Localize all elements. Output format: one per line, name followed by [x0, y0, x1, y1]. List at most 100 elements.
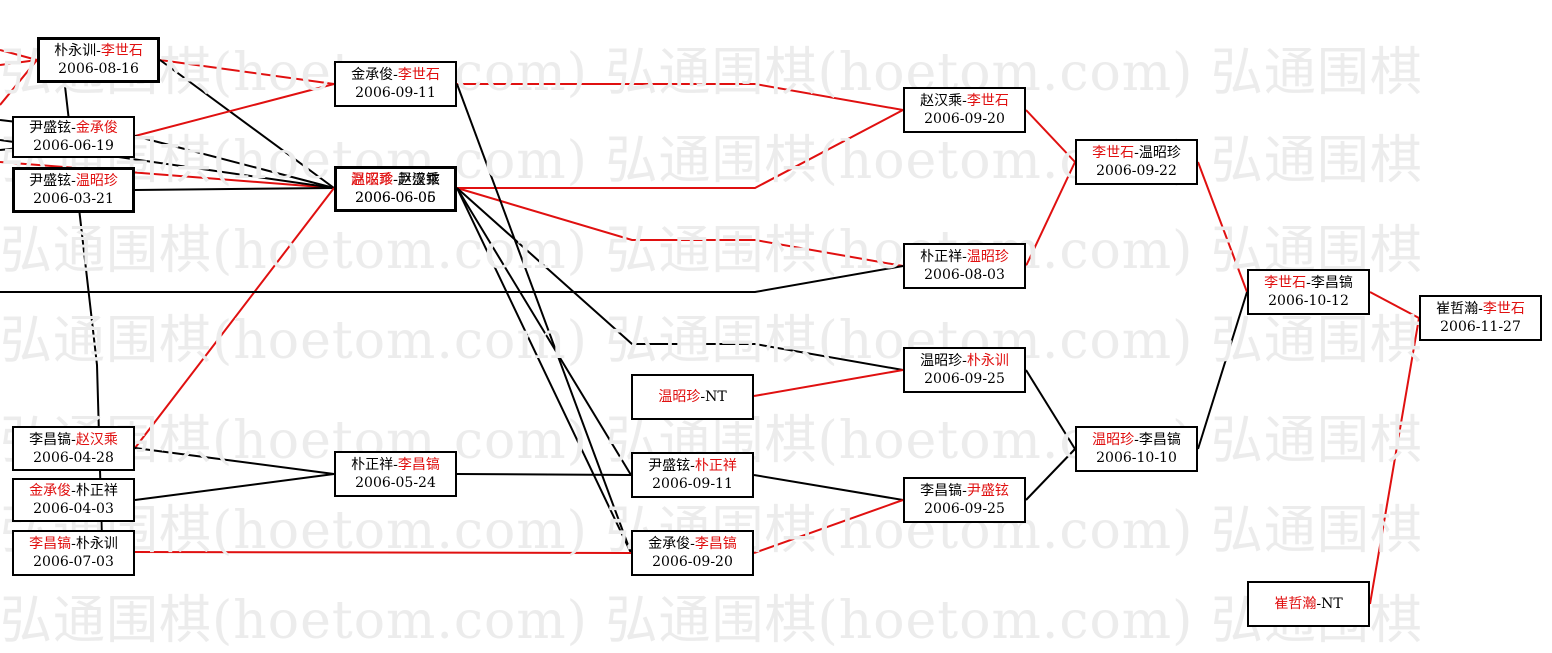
match-box[interactable]: 朴正祥-李昌镐 2006-05-24 [334, 451, 457, 497]
separator: - [393, 457, 398, 473]
player-1: 李昌镐 [920, 483, 963, 499]
match-box[interactable]: 李昌镐-赵汉乘 2006-04-28 [12, 426, 135, 471]
match-date: 2006-09-11 [355, 85, 436, 101]
match-box[interactable]: 朴正祥-温昭珍 2006-08-03 [903, 243, 1026, 289]
separator: - [690, 458, 695, 474]
bracket-lines [0, 49, 1420, 605]
match-players: 金承俊-李昌镐 [648, 535, 737, 553]
match-players: 赵汉乘-尹盛铉 [337, 171, 454, 189]
match-box[interactable]: 崔哲瀚-NT [1247, 581, 1370, 627]
separator: - [962, 483, 967, 499]
match-players: 朴正祥-李昌镐 [351, 456, 440, 474]
winner-connector-line [457, 109, 904, 189]
match-date: 2006-10-10 [1096, 450, 1177, 466]
winner-connector-line [0, 49, 38, 61]
player-1: 李世石 [1092, 145, 1135, 161]
separator: - [71, 431, 76, 448]
player-1: 朴永训 [54, 43, 97, 59]
player-1: 李昌镐 [29, 536, 72, 552]
player-2: 朴正祥 [694, 458, 737, 474]
player-1: 朴正祥 [351, 457, 394, 473]
player-2: 温昭珍 [966, 249, 1009, 265]
match-box-final[interactable]: 崔哲瀚-李世石 2006-11-27 [1419, 295, 1542, 341]
match-date: 2006-06-06 [355, 190, 436, 206]
winner-connector-line [753, 369, 904, 397]
match-date: 2006-07-03 [33, 554, 114, 570]
player-1: 尹盛铉 [648, 458, 691, 474]
match-date: 2006-04-03 [33, 501, 114, 517]
match-box[interactable]: 李世石-李昌镐 2006-10-12 [1247, 269, 1370, 315]
match-players: 赵汉乘-李世石 [920, 92, 1009, 110]
match-players: 朴正祥-温昭珍 [920, 248, 1009, 266]
match-box[interactable]: 李昌镐-朴永训 2006-07-03 [12, 530, 135, 576]
separator: - [962, 93, 967, 109]
match-date: 2006-08-16 [58, 61, 139, 77]
winner-connector-line [456, 187, 904, 267]
separator: - [393, 172, 398, 188]
match-box[interactable]: 金承俊-李世石 2006-09-11 [334, 61, 457, 107]
loser-connector-line [159, 59, 335, 189]
match-date: 2006-06-19 [33, 138, 114, 154]
winner-connector-line [134, 551, 632, 554]
match-box[interactable]: 尹盛铉-温昭珍 2006-03-21 [12, 167, 135, 213]
separator: - [71, 536, 76, 552]
player-1: 温昭珍 [658, 389, 701, 405]
separator: - [71, 120, 76, 136]
match-players: 李世石-温昭珍 [1092, 144, 1181, 162]
match-players: 金承俊-朴正祥 [29, 482, 118, 500]
match-box[interactable]: 李昌镐-尹盛铉 2006-09-25 [903, 477, 1026, 523]
loser-connector-line [134, 135, 335, 189]
winner-connector-line [0, 59, 38, 66]
loser-connector-line [134, 187, 335, 191]
loser-connector-line [134, 447, 335, 475]
match-players: 温昭珍-NT [658, 388, 726, 406]
separator: - [962, 353, 967, 369]
match-box[interactable]: 朴永训-李世石 2006-08-16 [37, 37, 160, 83]
match-date: 2006-09-20 [652, 554, 733, 570]
player-2: 李昌镐 [1310, 275, 1353, 291]
match-box[interactable]: 金承俊-朴正祥 2006-04-03 [12, 478, 135, 522]
player-2: 李世石 [966, 93, 1009, 109]
player-2: 李昌镐 [694, 536, 737, 552]
winner-connector-line [134, 187, 335, 449]
winner-connector-line [1197, 161, 1248, 293]
player-1: 李世石 [1264, 275, 1307, 291]
player-1: 赵汉乘 [920, 93, 963, 109]
player-2: NT [705, 389, 727, 405]
match-box[interactable]: 尹盛铉-金承俊 2006-06-19 [12, 116, 135, 158]
winner-connector-line [134, 83, 335, 137]
match-players: 尹盛铉-温昭珍 [29, 172, 118, 190]
match-players: 李昌镐-朴永训 [29, 535, 118, 553]
winner-connector-line [0, 59, 38, 106]
winner-connector-line [1025, 109, 1076, 163]
match-date: 2006-09-20 [924, 111, 1005, 127]
player-2: 温昭珍 [75, 173, 118, 189]
player-2: 李世石 [397, 67, 440, 83]
match-box[interactable]: 赵汉乘-李世石 2006-09-20 [903, 87, 1026, 133]
separator: - [962, 249, 967, 265]
winner-connector-line [1025, 161, 1076, 267]
player-2: 李世石 [100, 43, 143, 59]
winner-connector-line [457, 83, 904, 111]
player-2: 尹盛铉 [966, 483, 1009, 499]
match-box[interactable]: 金承俊-李昌镐 2006-09-20 [631, 530, 754, 576]
loser-connector-line [456, 473, 632, 476]
match-date: 2006-06-05 [355, 190, 436, 206]
winner-connector-line [0, 161, 335, 189]
match-box-overlapping[interactable]: 温昭珍-赵汉乘 2006-06-05 赵汉乘-尹盛铉 2006-06-06 [334, 166, 457, 212]
match-date: 2006-05-24 [355, 475, 436, 491]
match-box[interactable]: 温昭珍-李昌镐 2006-10-10 [1075, 426, 1198, 472]
match-date: 2006-04-28 [33, 449, 114, 466]
match-box[interactable]: 李世石-温昭珍 2006-09-22 [1075, 139, 1198, 185]
match-box[interactable]: 尹盛铉-朴正祥 2006-09-11 [631, 452, 754, 498]
match-box[interactable]: 温昭珍-朴永训 2006-09-25 [903, 347, 1026, 393]
match-date: 2006-09-22 [1096, 163, 1177, 179]
match-players: 温昭珍-赵汉乘 [337, 171, 454, 189]
loser-connector-line [1197, 291, 1248, 450]
overlapping-matches: 温昭珍-赵汉乘 2006-06-05 赵汉乘-尹盛铉 2006-06-06 [337, 171, 454, 207]
match-box[interactable]: 温昭珍-NT [631, 374, 754, 420]
player-1: 温昭珍 [920, 353, 963, 369]
winner-connector-line [1369, 317, 1420, 605]
player-2: 金承俊 [75, 120, 118, 136]
match-players: 李世石-李昌镐 [1264, 274, 1353, 292]
